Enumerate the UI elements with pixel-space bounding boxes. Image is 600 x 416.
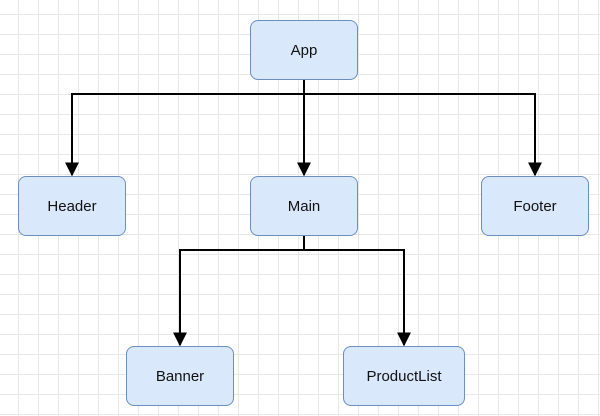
- node-header-label: Header: [47, 197, 97, 215]
- node-main[interactable]: Main: [250, 176, 358, 236]
- edge-app-to-footer: [303, 80, 542, 177]
- node-banner-label: Banner: [155, 367, 205, 385]
- edge-app-to-header: [65, 80, 305, 177]
- node-productlist[interactable]: ProductList: [343, 346, 465, 406]
- node-productlist-label: ProductList: [366, 367, 442, 385]
- node-main-label: Main: [287, 197, 321, 215]
- node-app-label: App: [290, 41, 318, 59]
- node-footer-label: Footer: [513, 197, 557, 215]
- node-app[interactable]: App: [250, 20, 358, 80]
- edge-main-to-banner: [173, 236, 305, 347]
- node-footer[interactable]: Footer: [481, 176, 589, 236]
- node-header[interactable]: Header: [18, 176, 126, 236]
- node-banner[interactable]: Banner: [126, 346, 234, 406]
- edge-main-to-productlist: [303, 236, 411, 347]
